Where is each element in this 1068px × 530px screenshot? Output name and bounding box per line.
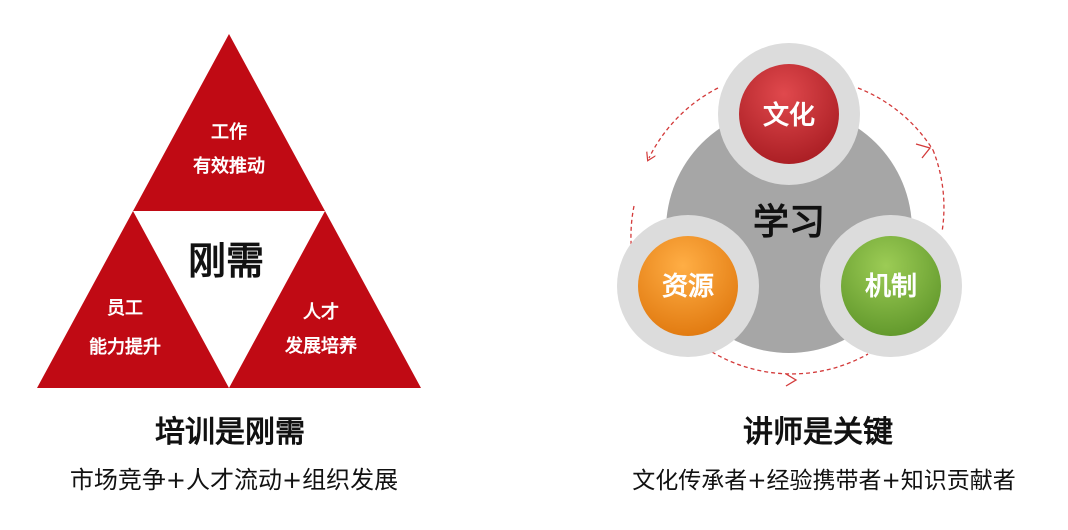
triangle-left-line2: 能力提升 — [89, 336, 161, 358]
cycle-arc-right — [932, 149, 945, 233]
left-subtitle: 市场竞争+人才流动+组织发展 — [70, 466, 398, 494]
cycle-arrow-bottom — [785, 373, 798, 387]
cycle-arc-left — [630, 205, 635, 263]
culture-node-label: 文化 — [763, 100, 815, 131]
triangle-diagram: 刚需 工作 有效推动 员工 能力提升 人才 发展培养 — [37, 34, 421, 388]
resource-node-label: 资源 — [662, 272, 714, 302]
cycle-arc-bottom — [711, 351, 869, 375]
mechanism-node-label: 机制 — [865, 272, 917, 302]
cycle-arrow-upper-right — [915, 143, 932, 159]
resource-node — [638, 236, 738, 336]
triangle-top-line1: 工作 — [211, 121, 247, 143]
right-title: 讲师是关键 — [743, 415, 893, 450]
hub-label: 学习 — [753, 201, 825, 243]
right-subtitle: 文化传承者+经验携带者+知识贡献者 — [632, 468, 1016, 494]
culture-node — [739, 64, 839, 164]
triangle-center-label: 刚需 — [188, 239, 264, 283]
triangle-left-line1: 员工 — [107, 298, 143, 319]
triangle-right-line1: 人才 — [303, 301, 339, 323]
triangle-right-line2: 发展培养 — [284, 335, 358, 357]
cycle-arc-upper-left — [649, 87, 719, 158]
triangle-inner — [133, 211, 325, 388]
triangle-top-line2: 有效推动 — [193, 155, 265, 177]
cycle-arc-upper-right — [857, 87, 934, 151]
mechanism-node — [841, 236, 941, 336]
left-title: 培训是刚需 — [155, 415, 305, 450]
learning-cycle-diagram: 学习 文化 资源 机制 — [617, 43, 962, 387]
